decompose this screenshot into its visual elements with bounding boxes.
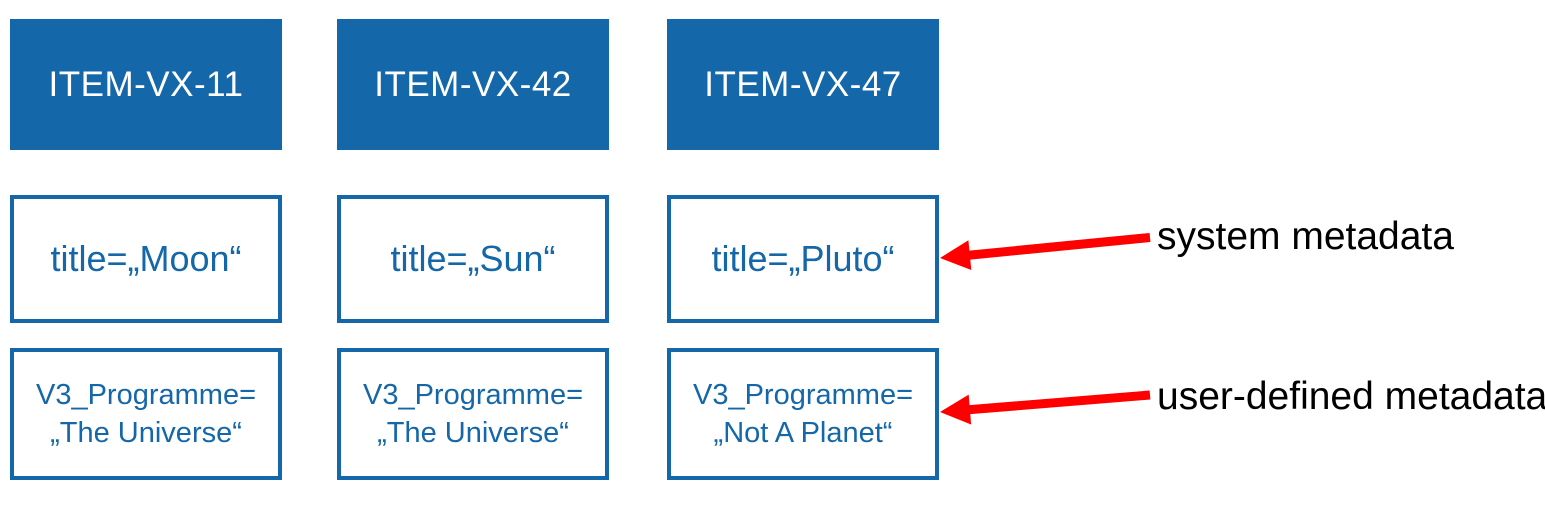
system-metadata-box: title=„Moon“ — [10, 195, 282, 323]
item-header-box: ITEM-VX-47 — [667, 19, 939, 150]
user-metadata-box: V3_Programme= „The Universe“ — [337, 348, 609, 480]
user-metadata-value: „The Universe“ — [377, 417, 569, 449]
user-metadata-key: V3_Programme= — [692, 379, 914, 411]
system-metadata-value: title=„Moon“ — [50, 238, 242, 279]
red-arrow-icon — [940, 233, 1151, 270]
user-metadata-key: V3_Programme= — [35, 379, 257, 411]
system-metadata-box: title=„Sun“ — [337, 195, 609, 323]
system-metadata-value: title=„Pluto“ — [711, 238, 895, 279]
item-id-label: ITEM-VX-11 — [48, 64, 244, 104]
user-metadata-key: V3_Programme= — [362, 379, 584, 411]
user-metadata-box: V3_Programme= „The Universe“ — [10, 348, 282, 480]
system-metadata-value: title=„Sun“ — [390, 238, 556, 279]
red-arrow-icon — [940, 390, 1151, 425]
user-defined-metadata-annotation: user-defined metadata — [1157, 375, 1545, 418]
item-id-label: ITEM-VX-47 — [704, 64, 902, 104]
system-metadata-box: title=„Pluto“ — [667, 195, 939, 323]
item-id-label: ITEM-VX-42 — [374, 64, 572, 104]
user-metadata-value: „The Universe“ — [50, 417, 242, 449]
user-metadata-box: V3_Programme= „Not A Planet“ — [667, 348, 939, 480]
item-header-box: ITEM-VX-42 — [337, 19, 609, 150]
system-metadata-annotation: system metadata — [1157, 215, 1454, 258]
item-header-box: ITEM-VX-11 — [10, 19, 282, 150]
user-metadata-value: „Not A Planet“ — [713, 417, 893, 449]
